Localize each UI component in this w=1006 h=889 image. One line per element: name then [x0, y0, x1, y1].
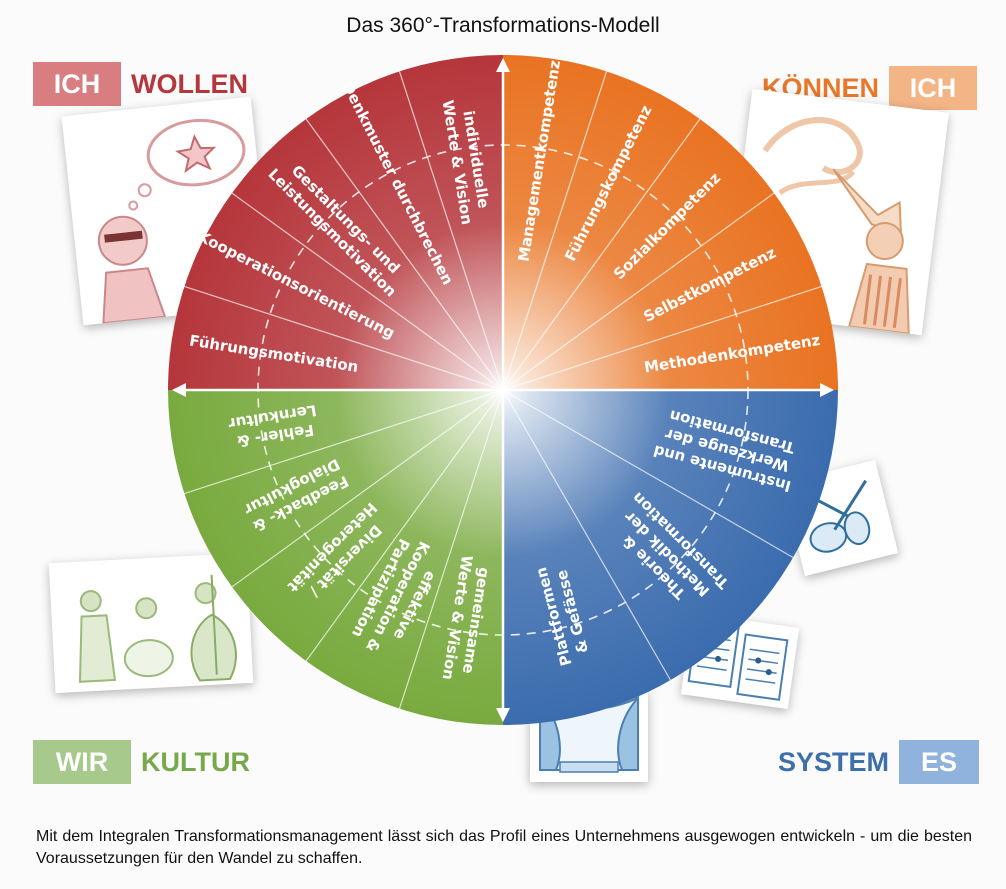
- quadrant-word-system: SYSTEM: [778, 746, 890, 777]
- quadrant-label-system: SYSTEM ES: [768, 740, 980, 784]
- trumpet-player-icon: [725, 88, 949, 336]
- quadrant-word-wollen: WOLLEN: [131, 68, 248, 99]
- segment-divider: [184, 389, 504, 495]
- segment-divider: [231, 389, 504, 588]
- segment-divider: [398, 389, 504, 709]
- jazz-band-icon: [48, 552, 254, 694]
- quadrant-box-ich: ICH: [33, 62, 121, 106]
- thinking-man-icon: [61, 96, 273, 326]
- guitar-violin-icon: [781, 459, 899, 577]
- segment-divider: [502, 118, 701, 391]
- segment-divider: [502, 389, 672, 681]
- segment-divider: [231, 192, 504, 391]
- arrow-right-icon: [820, 383, 834, 397]
- arrow-up-icon: [496, 58, 510, 72]
- quadrant-word-kultur: KULTUR: [141, 746, 250, 777]
- axis-arrows: [172, 58, 834, 722]
- segment-divider: [184, 285, 504, 391]
- segment-divider: [502, 285, 822, 391]
- arrow-left-icon: [172, 383, 186, 397]
- quadrant-box-ich: ICH: [889, 66, 978, 110]
- segment-divider: [305, 118, 504, 391]
- quadrant-label-kultur: WIR KULTUR: [33, 740, 260, 784]
- quadrant-label-wollen: ICH WOLLEN: [33, 62, 258, 106]
- segment-divider: [305, 389, 504, 662]
- segment-divider: [398, 71, 504, 391]
- arrow-down-icon: [496, 708, 510, 722]
- segment-divider: [502, 192, 775, 391]
- page-title: Das 360°-Transformations-Modell: [346, 14, 660, 37]
- quadrant-box-wir: WIR: [33, 740, 131, 784]
- quadrant-box-es: ES: [899, 740, 980, 784]
- segment-divider: [502, 71, 608, 391]
- segment-label-kultur: Fehler- &Lernkultur: [227, 401, 321, 452]
- footer-text: Mit dem Integralen Transformationsmanage…: [36, 828, 972, 867]
- segment-divider: [502, 389, 794, 559]
